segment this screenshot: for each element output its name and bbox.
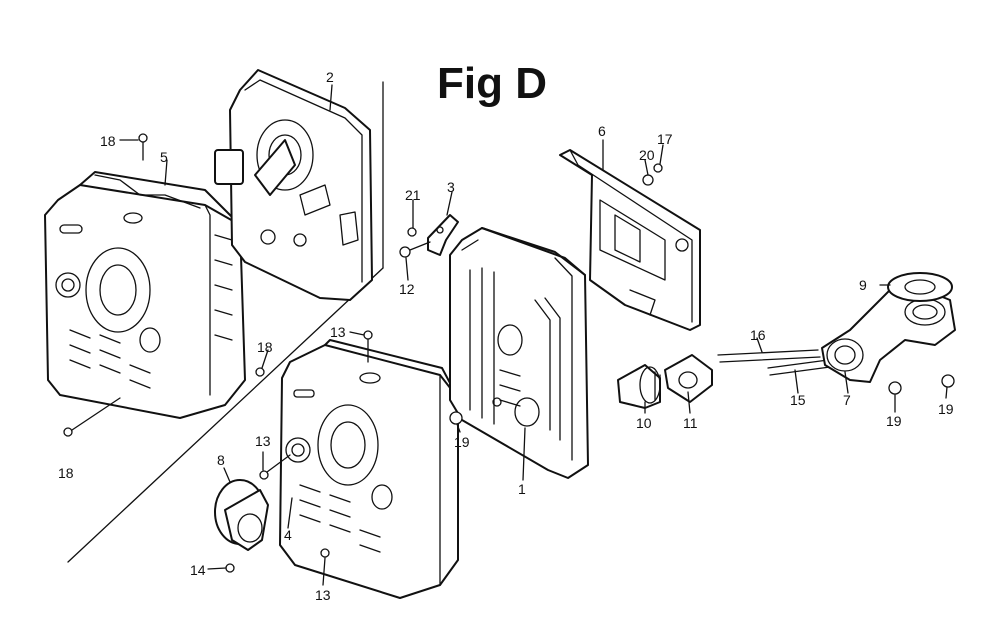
label-part-14: 14 <box>190 562 206 578</box>
muffler-cover-part-4 <box>279 339 459 599</box>
label-part-9: 9 <box>859 277 867 293</box>
bracket-part-3 <box>427 214 459 256</box>
label-part-12: 12 <box>399 281 415 297</box>
heat-shield-part-6 <box>559 149 701 331</box>
label-part-21: 21 <box>405 187 421 203</box>
label-part-13-bottom: 13 <box>315 587 331 603</box>
exhaust-elbow-part-7 <box>821 287 956 383</box>
muffler-body-part-1 <box>449 227 589 479</box>
label-part-11: 11 <box>683 415 698 431</box>
gasket-part-11 <box>664 354 713 403</box>
label-part-18-right: 18 <box>257 339 273 355</box>
label-part-20: 20 <box>639 147 655 163</box>
gasket-part-9 <box>887 272 953 302</box>
stud-bolts-part-15-16 <box>717 349 831 376</box>
label-part-8: 8 <box>217 452 225 468</box>
label-part-17: 17 <box>657 131 673 147</box>
label-part-5: 5 <box>160 149 168 165</box>
label-part-7: 7 <box>843 392 851 408</box>
label-part-3: 3 <box>447 179 455 195</box>
label-part-18-bottom: 18 <box>58 465 74 481</box>
label-part-10: 10 <box>636 415 652 431</box>
leader-lines <box>119 84 948 586</box>
label-part-19-left: 19 <box>454 434 470 450</box>
muffler-protector-part-5 <box>44 171 246 419</box>
label-part-2: 2 <box>326 69 334 85</box>
muffler-shell-part-2 <box>214 69 373 301</box>
label-part-19-mid: 19 <box>886 413 902 429</box>
label-part-6: 6 <box>598 123 606 139</box>
label-part-1: 1 <box>518 481 526 497</box>
label-part-16: 16 <box>750 327 766 343</box>
label-part-15: 15 <box>790 392 806 408</box>
divider-lines <box>67 81 384 563</box>
figure-title: Fig D <box>437 59 547 108</box>
label-part-19-right: 19 <box>938 401 954 417</box>
spark-arrester-part-8 <box>214 479 269 551</box>
label-part-13-top: 13 <box>330 324 346 340</box>
part-labels: 2 18 5 6 17 20 3 21 12 9 16 18 13 15 7 1… <box>58 69 954 603</box>
label-part-18-top: 18 <box>100 133 116 149</box>
label-part-13-mid: 13 <box>255 433 271 449</box>
label-part-4: 4 <box>284 527 292 543</box>
fasteners <box>63 133 955 573</box>
exhaust-pipe-part-10 <box>617 364 661 409</box>
